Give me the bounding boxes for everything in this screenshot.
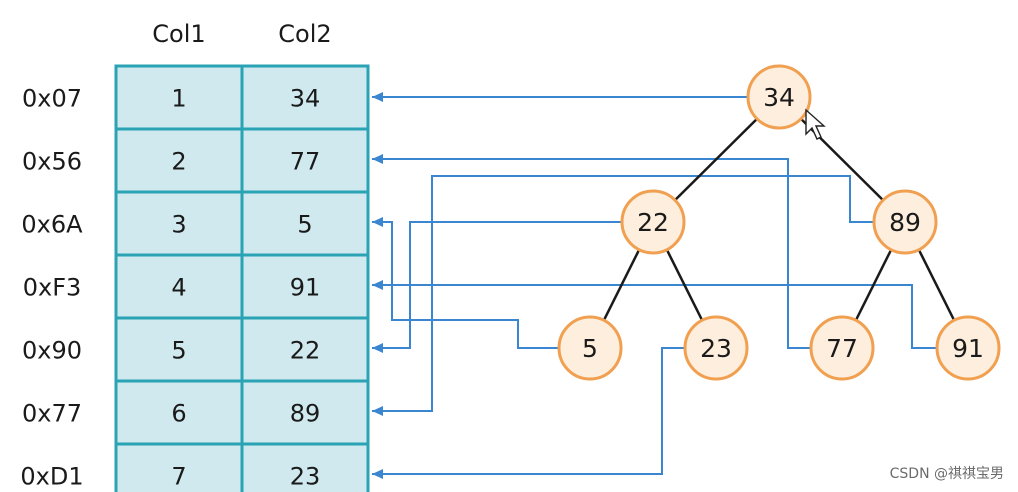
pointer-line [372, 284, 937, 349]
tree-edge [917, 249, 956, 321]
row-pointer [372, 221, 622, 353]
cell-value-col2: 77 [290, 148, 321, 176]
cell-value-col1: 7 [171, 463, 186, 491]
cell-value-col1: 2 [171, 148, 186, 176]
pointer-layer [372, 92, 937, 479]
table-row: 5 22 [114, 316, 370, 383]
row-address: 0x77 [22, 400, 82, 428]
cell-value-col1: 4 [171, 274, 186, 302]
cell-value-col2: 91 [290, 274, 321, 302]
row-pointer [372, 217, 559, 349]
pointer-line [372, 175, 874, 412]
watermark: CSDN @祺祺宝男 [890, 466, 1004, 482]
tree-edge [665, 249, 704, 321]
table-row: 1 34 [114, 64, 370, 131]
tree-node-34: 34 [746, 64, 812, 130]
tree-node-circle [683, 315, 749, 381]
cell-value-col2: 22 [290, 337, 321, 365]
column-header-1: Col1 [152, 20, 205, 48]
row-address: 0x90 [22, 337, 82, 365]
pointer-arrowhead [372, 280, 383, 290]
table-row: 2 77 [114, 127, 370, 194]
table-cell-col1 [114, 316, 244, 383]
tree-node-5: 5 [557, 315, 623, 381]
cell-value-col1: 1 [171, 85, 186, 113]
table-cell-col1 [114, 253, 244, 320]
tree-node-label: 22 [637, 208, 669, 237]
pointer-arrowhead [372, 92, 383, 102]
address-column: 0x07 0x56 0x6A 0xF3 0x90 0x77 0xD1 [20, 85, 83, 491]
tree-edge-layer [602, 117, 956, 321]
table-cell-col2 [240, 127, 370, 194]
tree-node-label: 91 [952, 334, 984, 363]
tree-node-label: 5 [582, 334, 598, 363]
row-pointer [372, 92, 748, 102]
pointer-line [372, 347, 685, 475]
table-row: 7 23 [114, 442, 370, 492]
tree-node-label: 77 [826, 334, 858, 363]
table-cell-col2 [240, 253, 370, 320]
pointer-line [372, 221, 559, 349]
table-header: Col1 Col2 [152, 20, 331, 48]
row-address: 0x07 [22, 85, 82, 113]
cursor-layer [805, 108, 826, 140]
cell-value-col1: 6 [171, 400, 186, 428]
tree-node-label: 89 [889, 208, 921, 237]
tree-node-23: 23 [683, 315, 749, 381]
table-cell-col2 [240, 442, 370, 492]
tree-edge [602, 249, 641, 321]
cell-value-col2: 34 [290, 85, 321, 113]
tree-edge [674, 117, 758, 202]
pointer-line [372, 158, 811, 349]
row-pointer [372, 347, 685, 479]
cell-value-col1: 5 [171, 337, 186, 365]
row-address: 0xF3 [23, 274, 82, 302]
tree-node-label: 34 [763, 83, 795, 112]
pointer-line [372, 221, 622, 349]
tree-node-circle [809, 315, 875, 381]
row-pointer [372, 280, 937, 349]
table-row: 4 91 [114, 253, 370, 320]
tree-node-91: 91 [935, 315, 1001, 381]
column-header-2: Col2 [278, 20, 331, 48]
tree-node-circle [557, 315, 623, 381]
pointer-arrowhead [372, 469, 383, 479]
mouse-cursor-icon [805, 108, 826, 140]
tree-node-circle [872, 189, 938, 255]
tree-node-circle [935, 315, 1001, 381]
table-row: 6 89 [114, 379, 370, 446]
b-tree: 34 22 89 5 23 77 91 [557, 64, 1001, 381]
tree-edge [854, 249, 893, 321]
row-address: 0x6A [21, 211, 83, 239]
cell-value-col2: 89 [290, 400, 321, 428]
row-pointer [372, 175, 874, 416]
cell-value-col2: 23 [290, 463, 321, 491]
row-pointer [372, 154, 811, 349]
table-cell-col2 [240, 64, 370, 131]
pointer-arrowhead [372, 343, 383, 353]
tree-node-22: 22 [620, 189, 686, 255]
cell-value-col2: 5 [297, 211, 312, 239]
pointer-arrowhead [372, 406, 383, 416]
pointer-arrowhead [372, 154, 383, 164]
row-address: 0x56 [22, 148, 82, 176]
table-cell-col1 [114, 127, 244, 194]
tree-node-label: 23 [700, 334, 732, 363]
table-cell-col2 [240, 379, 370, 446]
pointer-arrowhead [372, 217, 383, 227]
table-cell-col2 [240, 190, 370, 257]
cell-value-col1: 3 [171, 211, 186, 239]
tree-node-circle [620, 189, 686, 255]
tree-node-77: 77 [809, 315, 875, 381]
tree-node-89: 89 [872, 189, 938, 255]
row-address: 0xD1 [20, 463, 83, 491]
tree-node-circle [746, 64, 812, 130]
